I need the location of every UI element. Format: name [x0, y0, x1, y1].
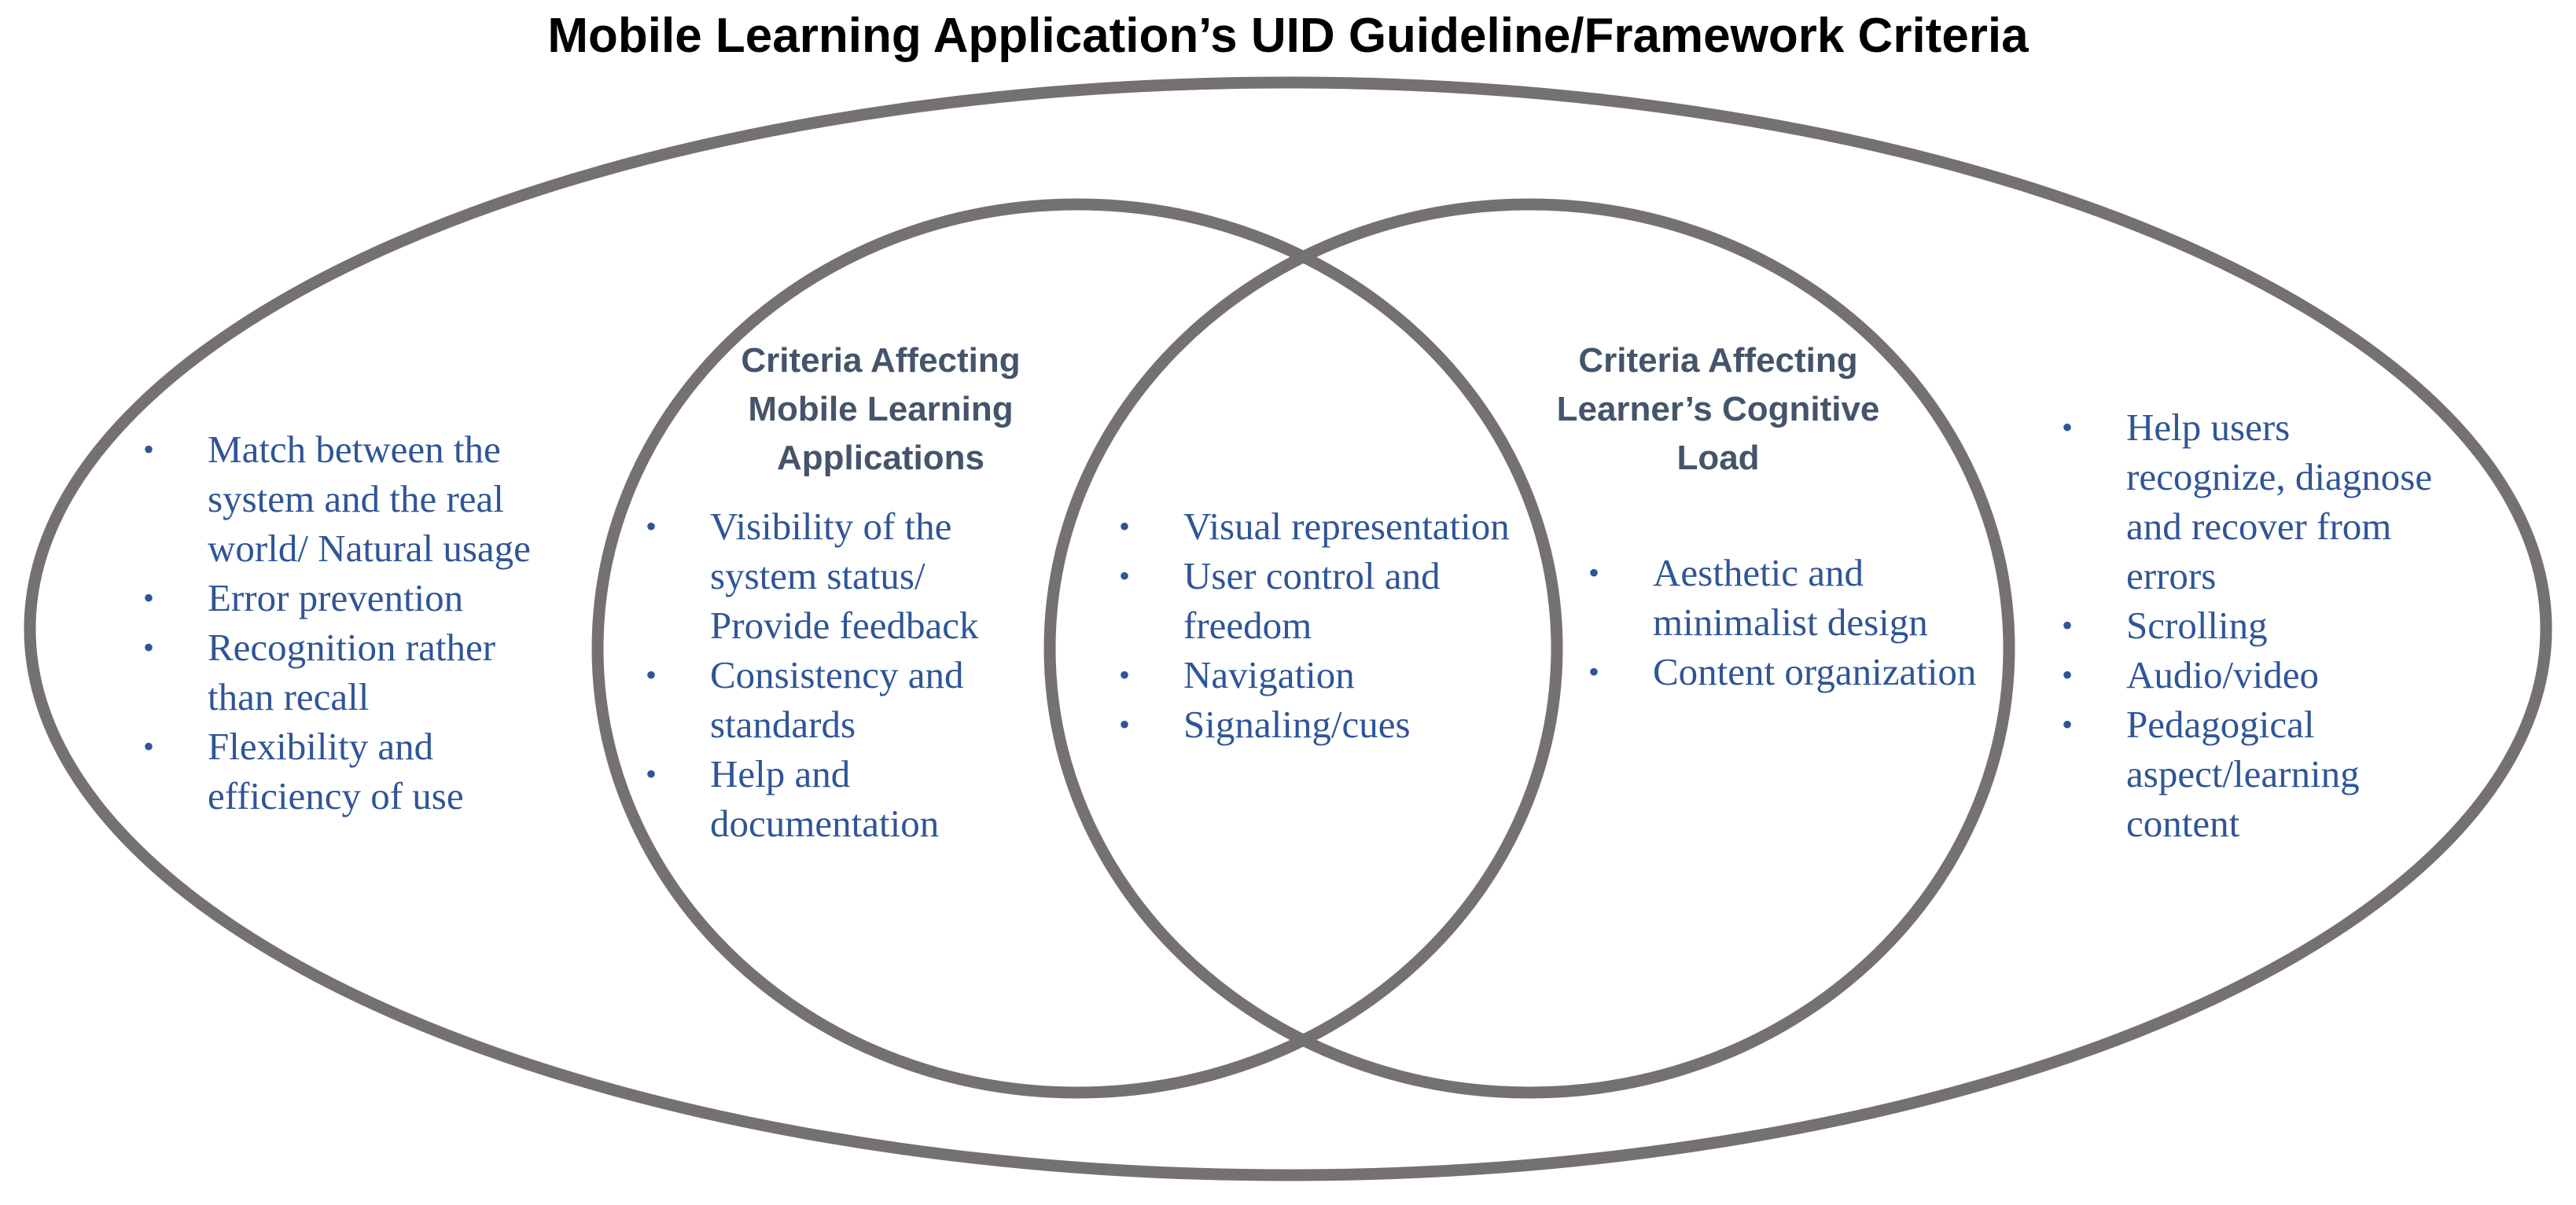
heading-line: Criteria Affecting: [1578, 341, 1858, 380]
list-item: Aesthetic and minimalist design: [1588, 548, 2013, 647]
circle-mobile-learning: [591, 198, 1563, 1099]
list-mobile-learning: Visibility of the system status/ Provide…: [646, 501, 1054, 848]
list-item: Help users recognize, diagnose and recov…: [2062, 402, 2455, 601]
list-item: Help and documentation: [646, 749, 1054, 848]
heading-mobile-learning: Criteria Affecting Mobile Learning Appli…: [684, 336, 1077, 483]
list-item: Visibility of the system status/ Provide…: [646, 501, 1054, 650]
list-outer-right: Help users recognize, diagnose and recov…: [2062, 402, 2455, 848]
list-item: Visual representation: [1119, 501, 1512, 551]
heading-line: Learner’s Cognitive: [1556, 390, 1880, 428]
list-item: Scrolling: [2062, 601, 2455, 650]
list-outer-left: Match between the system and the real wo…: [143, 424, 568, 821]
list-item: Audio/video: [2062, 650, 2455, 700]
list-cognitive-load: Aesthetic and minimalist design Content …: [1588, 548, 2013, 696]
list-item: Navigation: [1119, 650, 1512, 700]
list-item: Recognition rather than recall: [143, 623, 568, 722]
heading-line: Load: [1676, 439, 1760, 477]
diagram-title: Mobile Learning Application’s UID Guidel…: [547, 9, 2029, 63]
list-item: Error prevention: [143, 573, 568, 623]
heading-cognitive-load: Criteria Affecting Learner’s Cognitive L…: [1522, 336, 1915, 483]
heading-line: Mobile Learning: [748, 390, 1014, 428]
list-overlap: Visual representation User control and f…: [1119, 501, 1512, 749]
list-item: Content organization: [1588, 647, 2013, 696]
heading-line: Applications: [776, 439, 985, 477]
heading-line: Criteria Affecting: [741, 341, 1021, 380]
list-item: User control and freedom: [1119, 551, 1512, 650]
list-item: Match between the system and the real wo…: [143, 424, 568, 573]
list-item: Consistency and standards: [646, 650, 1054, 749]
list-item: Pedagogical aspect/learning content: [2062, 700, 2455, 848]
outer-ellipse: [24, 76, 2552, 1181]
list-item: Flexibility and efficiency of use: [143, 722, 568, 821]
list-item: Signaling/cues: [1119, 700, 1512, 749]
